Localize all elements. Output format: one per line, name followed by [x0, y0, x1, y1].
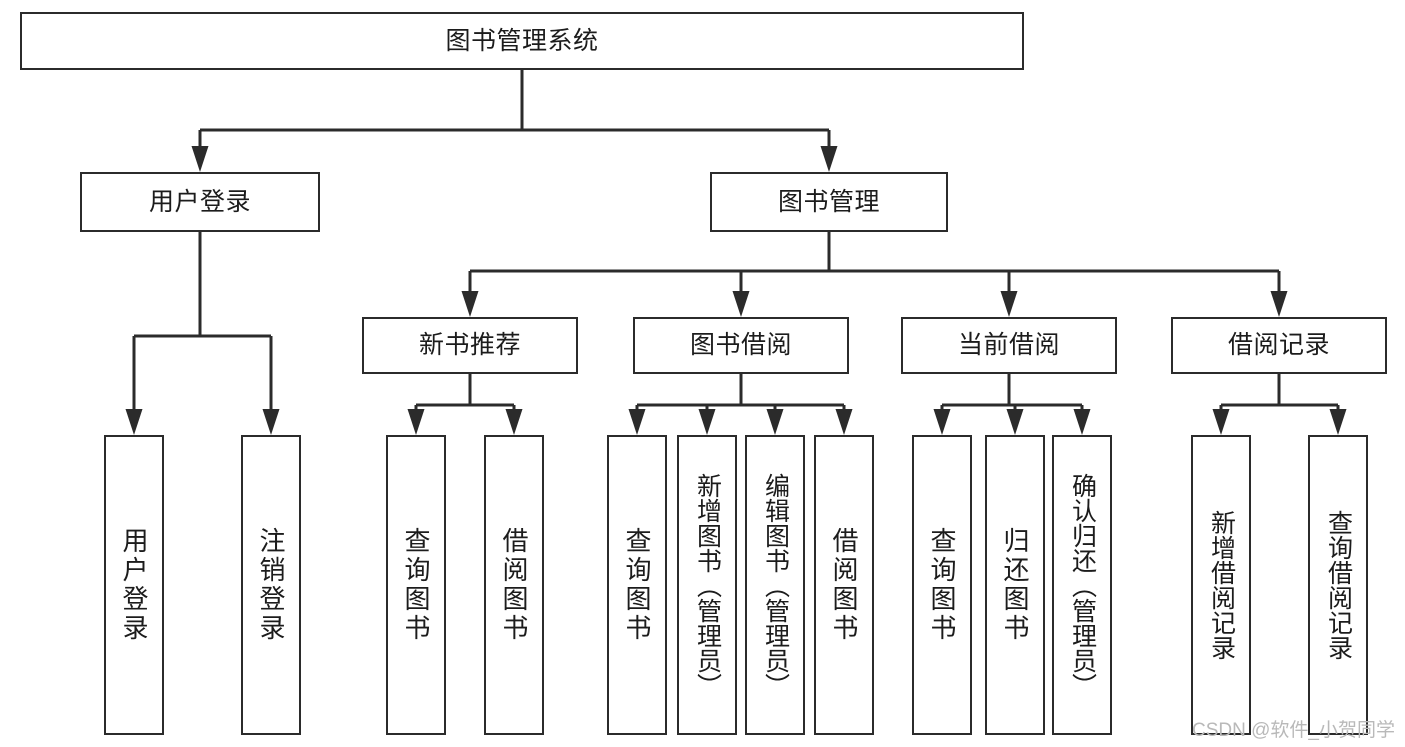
node-l11[interactable]: 确认归还（管理员）: [1052, 435, 1112, 735]
node-label: 新增图书（管理员）: [693, 472, 722, 698]
node-l8[interactable]: 借阅图书: [814, 435, 874, 735]
arrowhead: [407, 409, 425, 435]
node-label: 查询图书: [401, 527, 431, 643]
node-borrow[interactable]: 图书借阅: [633, 317, 849, 374]
node-records[interactable]: 借阅记录: [1171, 317, 1387, 374]
node-login[interactable]: 用户登录: [80, 172, 320, 232]
node-label: 图书管理系统: [445, 26, 599, 55]
node-label: 用户登录: [148, 187, 251, 216]
node-l4[interactable]: 借阅图书: [484, 435, 544, 735]
node-label: 用户登录: [119, 527, 149, 643]
arrowhead: [505, 409, 523, 435]
node-l1[interactable]: 用户登录: [104, 435, 164, 735]
arrowhead: [262, 409, 280, 435]
node-label: 查询借阅记录: [1324, 510, 1353, 660]
node-newrec[interactable]: 新书推荐: [362, 317, 578, 374]
node-l9[interactable]: 查询图书: [912, 435, 972, 735]
node-l12[interactable]: 新增借阅记录: [1191, 435, 1251, 735]
node-l13[interactable]: 查询借阅记录: [1308, 435, 1368, 735]
node-label: 借阅图书: [499, 527, 529, 643]
node-label: 确认归还（管理员）: [1068, 472, 1097, 698]
arrowhead: [1000, 291, 1018, 317]
node-l6[interactable]: 新增图书（管理员）: [677, 435, 737, 735]
node-l7[interactable]: 编辑图书（管理员）: [745, 435, 805, 735]
arrowhead: [628, 409, 646, 435]
arrowhead: [732, 291, 750, 317]
arrowhead: [698, 409, 716, 435]
node-label: 编辑图书（管理员）: [761, 472, 790, 698]
arrowhead: [766, 409, 784, 435]
node-label: 借阅记录: [1227, 331, 1330, 360]
node-label: 图书管理: [777, 187, 880, 216]
node-label: 当前借阅: [957, 331, 1060, 360]
arrowhead: [1270, 291, 1288, 317]
arrowhead: [835, 409, 853, 435]
node-label: 归还图书: [1000, 527, 1030, 643]
node-l5[interactable]: 查询图书: [607, 435, 667, 735]
node-label: 新增借阅记录: [1207, 510, 1236, 660]
arrowhead: [1212, 409, 1230, 435]
node-root[interactable]: 图书管理系统: [20, 12, 1024, 70]
watermark-text: CSDN @软件_小贺同学: [1192, 720, 1395, 741]
node-current[interactable]: 当前借阅: [901, 317, 1117, 374]
arrowhead: [125, 409, 143, 435]
node-l2[interactable]: 注销登录: [241, 435, 301, 735]
node-label: 查询图书: [927, 527, 957, 643]
node-bookmgr[interactable]: 图书管理: [710, 172, 948, 232]
arrowhead: [461, 291, 479, 317]
node-label: 借阅图书: [829, 527, 859, 643]
arrowhead: [191, 146, 209, 172]
node-label: 新书推荐: [418, 331, 521, 360]
node-label: 查询图书: [622, 527, 652, 643]
arrowhead: [820, 146, 838, 172]
node-label: 图书借阅: [689, 331, 792, 360]
arrowhead: [1073, 409, 1091, 435]
arrowhead: [1329, 409, 1347, 435]
node-l10[interactable]: 归还图书: [985, 435, 1045, 735]
arrowhead: [1006, 409, 1024, 435]
node-l3[interactable]: 查询图书: [386, 435, 446, 735]
arrowhead: [933, 409, 951, 435]
node-label: 注销登录: [256, 527, 286, 643]
